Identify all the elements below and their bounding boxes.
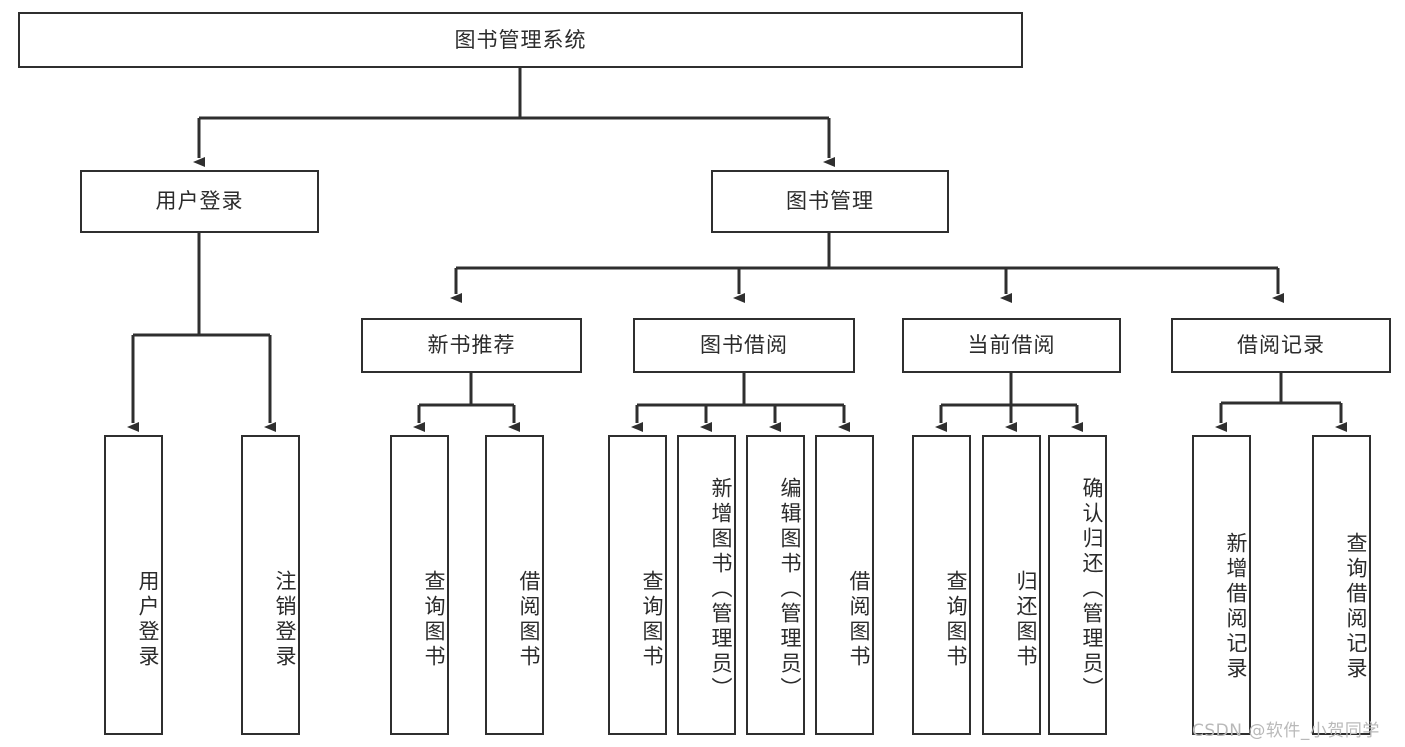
leaf-user-login-logout[interactable]: 注销登录	[241, 435, 300, 735]
node-new-book-recommend[interactable]: 新书推荐	[361, 318, 582, 373]
leaf-book-borrow-query-book[interactable]: 查询图书	[608, 435, 667, 735]
leaf-new-book-borrow-book[interactable]: 借阅图书	[485, 435, 544, 735]
leaf-borrow-record-query-record[interactable]: 查询借阅记录	[1312, 435, 1371, 735]
node-book-manage[interactable]: 图书管理	[711, 170, 949, 233]
node-book-borrow[interactable]: 图书借阅	[633, 318, 855, 373]
csdn-watermark: CSDN @软件_小贺同学	[1192, 721, 1380, 741]
leaf-borrow-record-add-record[interactable]: 新增借阅记录	[1192, 435, 1251, 735]
leaf-user-login-login[interactable]: 用户登录	[104, 435, 163, 735]
leaf-book-borrow-borrow-book[interactable]: 借阅图书	[815, 435, 874, 735]
leaf-current-borrow-confirm-return-admin[interactable]: 确认归还（管理员）	[1048, 435, 1107, 735]
leaf-book-borrow-edit-book-admin[interactable]: 编辑图书（管理员）	[746, 435, 805, 735]
leaf-new-book-query-book[interactable]: 查询图书	[390, 435, 449, 735]
leaf-book-borrow-add-book-admin[interactable]: 新增图书（管理员）	[677, 435, 736, 735]
leaf-current-borrow-return-book[interactable]: 归还图书	[982, 435, 1041, 735]
node-borrow-record[interactable]: 借阅记录	[1171, 318, 1391, 373]
leaf-current-borrow-query-book[interactable]: 查询图书	[912, 435, 971, 735]
node-current-borrow[interactable]: 当前借阅	[902, 318, 1121, 373]
node-root[interactable]: 图书管理系统	[18, 12, 1023, 68]
node-user-login[interactable]: 用户登录	[80, 170, 319, 233]
